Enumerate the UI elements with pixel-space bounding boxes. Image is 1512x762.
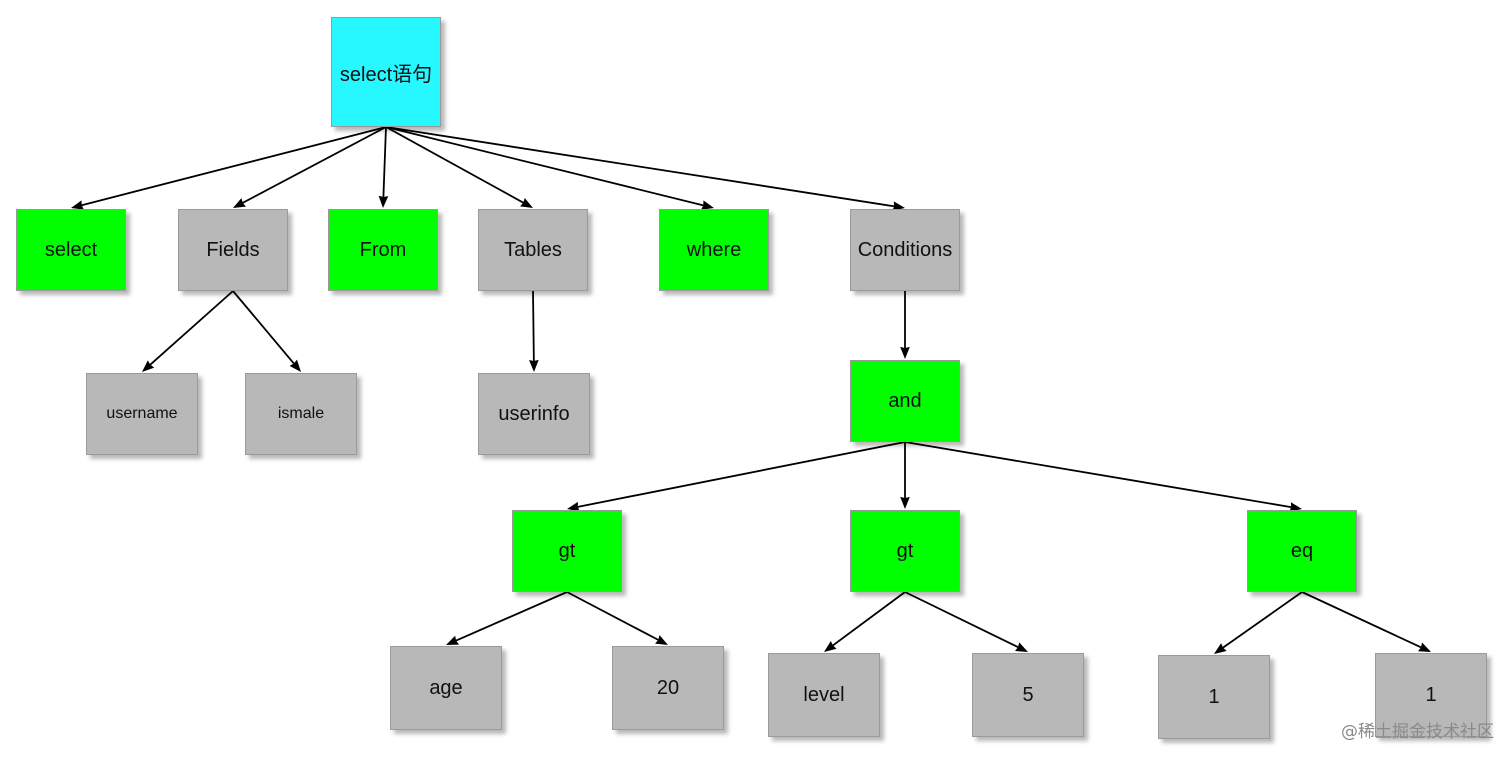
node-where-label: where	[686, 238, 742, 261]
edge-root-to-select	[81, 126, 387, 207]
arrowhead-root-to-conditions	[892, 201, 905, 211]
node-gt-second-label: gt	[896, 539, 914, 562]
node-value-1-first-label: 1	[1208, 685, 1220, 708]
node-value-1-second-label: 1	[1425, 683, 1437, 706]
node-level-label: level	[803, 683, 845, 706]
node-from: From	[328, 209, 438, 291]
node-value-20-label: 20	[656, 676, 680, 699]
node-root: select语句	[331, 17, 441, 127]
edge-eq-to-one_a	[1222, 591, 1303, 649]
arrowhead-conditions-to-and	[900, 346, 910, 359]
arrowhead-and-to-gt1	[567, 501, 580, 512]
watermark-text: @稀土掘金技术社区	[1341, 722, 1494, 742]
node-select-label: select	[44, 238, 98, 261]
node-value-20: 20	[612, 646, 724, 730]
node-tables: Tables	[478, 209, 588, 291]
arrowhead-gt2-to-v5	[1015, 642, 1028, 652]
node-value-5: 5	[972, 653, 1084, 737]
arrowhead-root-to-select	[71, 200, 84, 210]
node-value-1-first: 1	[1158, 655, 1270, 739]
edge-root-to-tables	[385, 126, 524, 204]
arrowhead-eq-to-one_a	[1214, 643, 1227, 654]
node-username: username	[86, 373, 198, 455]
node-root-label: select语句	[339, 63, 433, 86]
arrowhead-gt2-to-level	[824, 640, 837, 652]
node-gt-first-label: gt	[558, 539, 576, 562]
arrowhead-tables-to-userinfo	[529, 359, 539, 372]
arrowhead-eq-to-one_b	[1418, 642, 1431, 652]
node-tables-label: Tables	[504, 238, 562, 261]
arrowhead-root-to-tables	[520, 197, 533, 208]
arrowhead-root-to-from	[378, 195, 389, 208]
node-eq-label: eq	[1290, 539, 1314, 562]
arrowhead-gt1-to-age	[446, 635, 459, 645]
node-userinfo-label: userinfo	[498, 402, 570, 425]
arrowhead-root-to-where	[701, 200, 714, 210]
node-from-label: From	[359, 238, 407, 261]
node-eq: eq	[1247, 510, 1357, 592]
edge-fields-to-username	[149, 290, 234, 366]
node-conditions-label: Conditions	[857, 238, 953, 261]
arrowhead-fields-to-ismale	[289, 359, 301, 372]
edge-root-to-from	[382, 126, 387, 197]
arrowhead-root-to-fields	[233, 198, 246, 208]
arrowhead-and-to-eq	[1289, 502, 1302, 512]
node-username-label: username	[106, 405, 178, 422]
node-fields-label: Fields	[206, 238, 260, 261]
node-userinfo: userinfo	[478, 373, 590, 455]
edge-and-to-eq	[904, 441, 1292, 509]
edge-root-to-fields	[242, 126, 387, 204]
node-level: level	[768, 653, 880, 737]
edge-gt1-to-age	[455, 591, 568, 642]
node-age: age	[390, 646, 502, 730]
edge-root-to-where	[385, 126, 704, 207]
node-fields: Fields	[178, 209, 288, 291]
node-conditions: Conditions	[850, 209, 960, 291]
node-and: and	[850, 360, 960, 442]
edge-fields-to-ismale	[232, 290, 295, 365]
arrowhead-fields-to-username	[142, 360, 155, 372]
node-age-label: age	[429, 676, 463, 699]
edge-eq-to-one_b	[1301, 591, 1422, 649]
node-ismale: ismale	[245, 373, 357, 455]
edge-gt2-to-level	[832, 591, 906, 647]
node-where: where	[659, 209, 769, 291]
node-value-5-label: 5	[1022, 683, 1034, 706]
edge-root-to-conditions	[385, 126, 895, 208]
edge-gt1-to-v20	[566, 591, 659, 641]
arrowhead-and-to-gt2	[900, 496, 910, 509]
arrowhead-gt1-to-v20	[655, 635, 668, 645]
edge-gt2-to-v5	[904, 591, 1019, 648]
node-ismale-label: ismale	[277, 405, 325, 422]
node-and-label: and	[888, 389, 922, 412]
edge-and-to-gt1	[577, 441, 906, 508]
node-select: select	[16, 209, 126, 291]
edge-tables-to-userinfo	[532, 290, 535, 361]
node-gt-second: gt	[850, 510, 960, 592]
node-gt-first: gt	[512, 510, 622, 592]
